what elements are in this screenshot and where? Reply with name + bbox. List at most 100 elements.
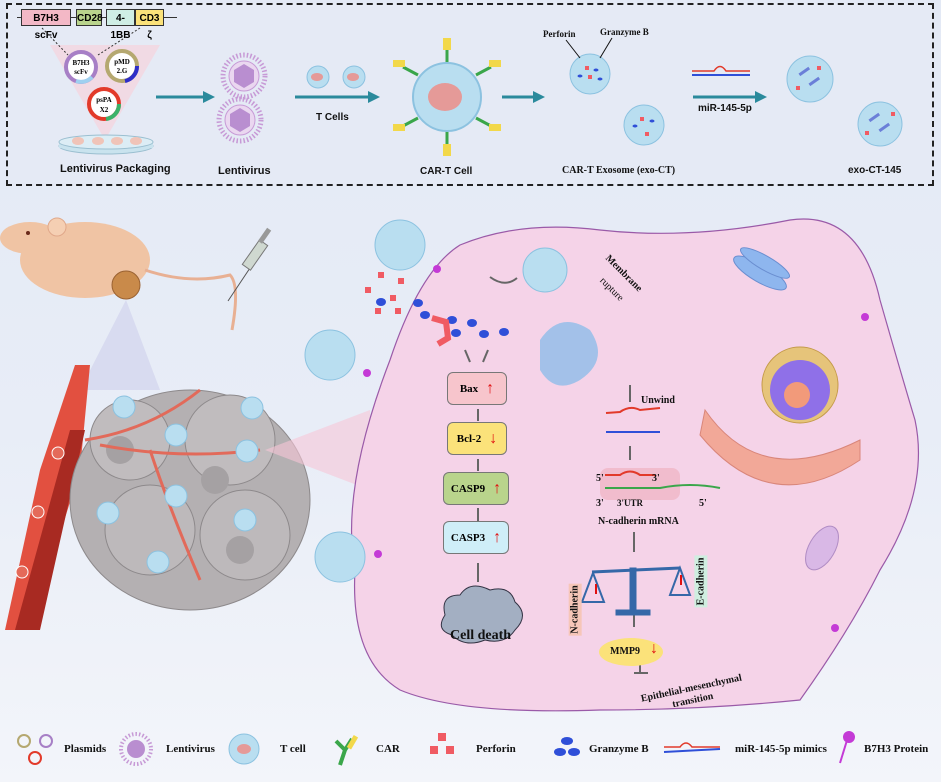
blood-vessel: [5, 365, 90, 630]
legend: [17, 731, 855, 766]
t-cell-icon: [306, 65, 330, 89]
t-cell-icon: [228, 733, 260, 765]
lentivirus-label: Lentivirus: [218, 165, 271, 177]
perforin-icon: [430, 733, 454, 754]
casp9-box: CASP9 ↑: [443, 472, 509, 505]
casp3-box: CASP3 ↑: [443, 521, 509, 554]
balance-scale-icon: [580, 565, 692, 616]
released-perforin: [365, 272, 404, 314]
car-t-cell-label: CAR-T Cell: [420, 166, 473, 177]
exo-ct-145-icon: [786, 55, 834, 103]
plasmid-pspax2-line2: X2: [100, 106, 109, 114]
lentivirus-icon: [220, 52, 268, 100]
mirna-duplex-icon: [692, 65, 750, 76]
lentivirus-icon: [216, 96, 264, 144]
mrna-5prime-right: 5': [699, 498, 707, 509]
n-cadherin-mrna-label: N-cadherin mRNA: [598, 516, 679, 527]
cell-death-label: Cell death: [450, 628, 512, 643]
casp3-label: CASP3: [450, 531, 486, 544]
mouse-icon: [0, 217, 237, 331]
mmp9-ellipse: [599, 638, 663, 666]
tumor-tissue: [69, 388, 311, 611]
exosome-icon: [569, 53, 611, 95]
golgi-apparatus-icon: [733, 247, 790, 291]
syringe-icon: [227, 227, 272, 302]
nucleus-er-icon: [699, 346, 861, 486]
casp9-label: CASP9: [450, 482, 486, 495]
tumor-icon: [111, 270, 141, 300]
up-arrow-icon: ↑: [486, 379, 495, 397]
lentivirus-packaging-label: Lentivirus Packaging: [60, 163, 171, 175]
plasmid-pmd-line1: pMD: [114, 58, 130, 66]
mirna-label: miR-145-5p: [698, 103, 752, 114]
cell-death-cloud: [440, 585, 523, 644]
mrna-3prime-top: 3': [652, 473, 660, 484]
granzyme-b-annotation: Granzyme B: [600, 27, 649, 37]
plasmid-pspax2-line1: psPA: [96, 96, 111, 104]
mirna-mrna-binding: [600, 468, 721, 500]
mmp9-label: MMP9: [610, 646, 640, 657]
exo-ct-145-label: exo-CT-145: [848, 165, 902, 176]
car-icon: [334, 734, 359, 766]
plasmid-pmd-line2: 2.G: [117, 67, 128, 75]
legend-plasmids: Plasmids: [64, 743, 107, 755]
legend-b7h3-protein: B7H3 Protein: [864, 743, 929, 755]
mitochondrion-icon: [805, 525, 839, 571]
lentivirus-icon: [119, 732, 153, 766]
t-cells-label: T Cells: [316, 112, 349, 123]
perforin-annotation: Perforin: [543, 29, 576, 39]
exosome-icon: [623, 104, 665, 146]
up-arrow-icon: ↑: [493, 528, 502, 546]
plasmid-b7h3-line1: B7H3: [72, 59, 90, 67]
mrna-3prime-left: 3': [596, 498, 604, 509]
legend-perforin: Perforin: [476, 743, 516, 755]
down-arrow-icon: ↓: [489, 429, 498, 447]
construct-cd3z: CD3 ζ: [135, 9, 164, 41]
released-granzyme-b: [376, 298, 509, 338]
bax-label: Bax: [459, 382, 479, 395]
legend-mirna-mimics: miR-145-5p mimics: [735, 743, 827, 755]
bcl2-box: Bcl-2 ↓: [447, 422, 507, 455]
plasmid-b7h3-line2: scFv: [74, 68, 88, 76]
construct-b7h3-scfv: B7H3 scFv: [21, 9, 71, 41]
top-panel-graphics: B7H3 scFv pMD 2.G psPA X2: [41, 27, 903, 156]
mirna-unwound: [605, 406, 661, 433]
plasmid-b7h3-icon: [64, 50, 98, 84]
ruptured-exosome: [540, 322, 598, 386]
mrna-utr-label: 3'UTR: [617, 498, 644, 508]
granzyme-pointer: [599, 37, 613, 59]
e-cadherin-label: E-cadherin: [694, 555, 708, 608]
bcl2-label: Bcl-2: [456, 432, 482, 445]
zoom-beam-pink: [265, 410, 370, 490]
culture-dish-icon: [58, 134, 154, 155]
b7h3-protein-icon: [363, 265, 869, 632]
perforin-pore: [431, 315, 452, 347]
perforin-pointer: [565, 39, 581, 59]
legend-lentivirus: Lentivirus: [166, 743, 215, 755]
legend-granzyme-b: Granzyme B: [589, 743, 649, 755]
mirna-mimics-icon: [663, 742, 721, 753]
unwind-label: Unwind: [641, 395, 675, 406]
mmp9-down-arrow-icon: ↓: [650, 640, 658, 657]
car-t-exosome-label: CAR-T Exosome (exo-CT): [562, 165, 676, 176]
b7h3-protein-icon: [839, 731, 855, 764]
construct-cd28: CD28: [76, 9, 103, 26]
plasmids-icon: [17, 734, 53, 765]
car-t-cell-icon: [393, 38, 501, 156]
plasmid-pmd-icon: [105, 49, 140, 83]
bax-box: Bax ↑: [447, 372, 507, 405]
construct-4-1bb: 4-1BB: [106, 9, 135, 41]
up-arrow-icon: ↑: [493, 479, 502, 497]
zoom-beam: [80, 300, 160, 390]
mrna-5prime-left: 5': [596, 473, 604, 484]
flow-arrows: [464, 276, 648, 674]
legend-t-cell: T cell: [280, 743, 306, 755]
t-cell-icon: [342, 65, 366, 89]
granzyme-b-icon: [554, 737, 580, 756]
dashed-pointer: [97, 27, 141, 56]
exo-ct-145-icon: [857, 101, 903, 147]
mechanism-scene: [0, 217, 920, 712]
legend-car: CAR: [376, 743, 400, 755]
plasmid-pspax2-icon: [87, 87, 122, 121]
exosome-attacking: [304, 219, 568, 583]
